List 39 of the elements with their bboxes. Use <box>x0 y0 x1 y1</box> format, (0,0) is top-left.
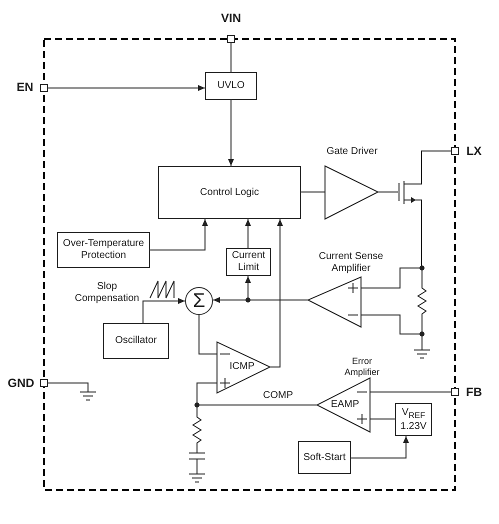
block-box <box>298 441 351 474</box>
pin-label: LX <box>465 145 483 157</box>
arrow <box>48 85 206 91</box>
pin-label: EN <box>16 81 34 93</box>
arrow <box>245 218 251 248</box>
arrow <box>228 100 234 166</box>
block-label: Oscillator <box>115 335 157 347</box>
arrow <box>150 218 208 250</box>
block-label: Control Logic <box>200 186 259 198</box>
arrow <box>270 218 283 368</box>
pin-label: FB <box>465 386 483 398</box>
arrow <box>142 298 186 324</box>
block-label: Current Limit <box>230 250 266 274</box>
wire <box>198 314 218 354</box>
pin-label: GND <box>6 377 36 389</box>
block-label: Error Amplifier <box>343 356 380 378</box>
arrow <box>350 436 409 458</box>
annotation-label: Slop Compensation <box>74 281 140 305</box>
block-box <box>103 323 169 359</box>
wire <box>230 42 232 72</box>
block-label: UVLO <box>217 80 245 92</box>
block-box <box>158 166 301 219</box>
sum-sign: Σ <box>192 290 206 312</box>
wire <box>196 382 318 406</box>
block-label: EAMP <box>330 399 360 411</box>
wire <box>421 150 452 180</box>
block-label: Current Sense Amplifier <box>318 251 384 275</box>
block-box <box>57 232 150 268</box>
block-label: ICMP <box>228 361 256 373</box>
block-label: Over-Temperature Protection <box>62 238 146 262</box>
wire <box>370 418 396 420</box>
block-label: Gate Driver <box>325 146 379 158</box>
summing-circle <box>185 287 213 315</box>
block-label: Soft-Start <box>303 452 346 464</box>
block-box <box>205 72 257 100</box>
wire <box>360 204 422 288</box>
block-label: V$_{REF}$ 1.23V <box>399 406 428 432</box>
pin-label: VIN <box>220 12 242 24</box>
block-box <box>226 248 271 276</box>
